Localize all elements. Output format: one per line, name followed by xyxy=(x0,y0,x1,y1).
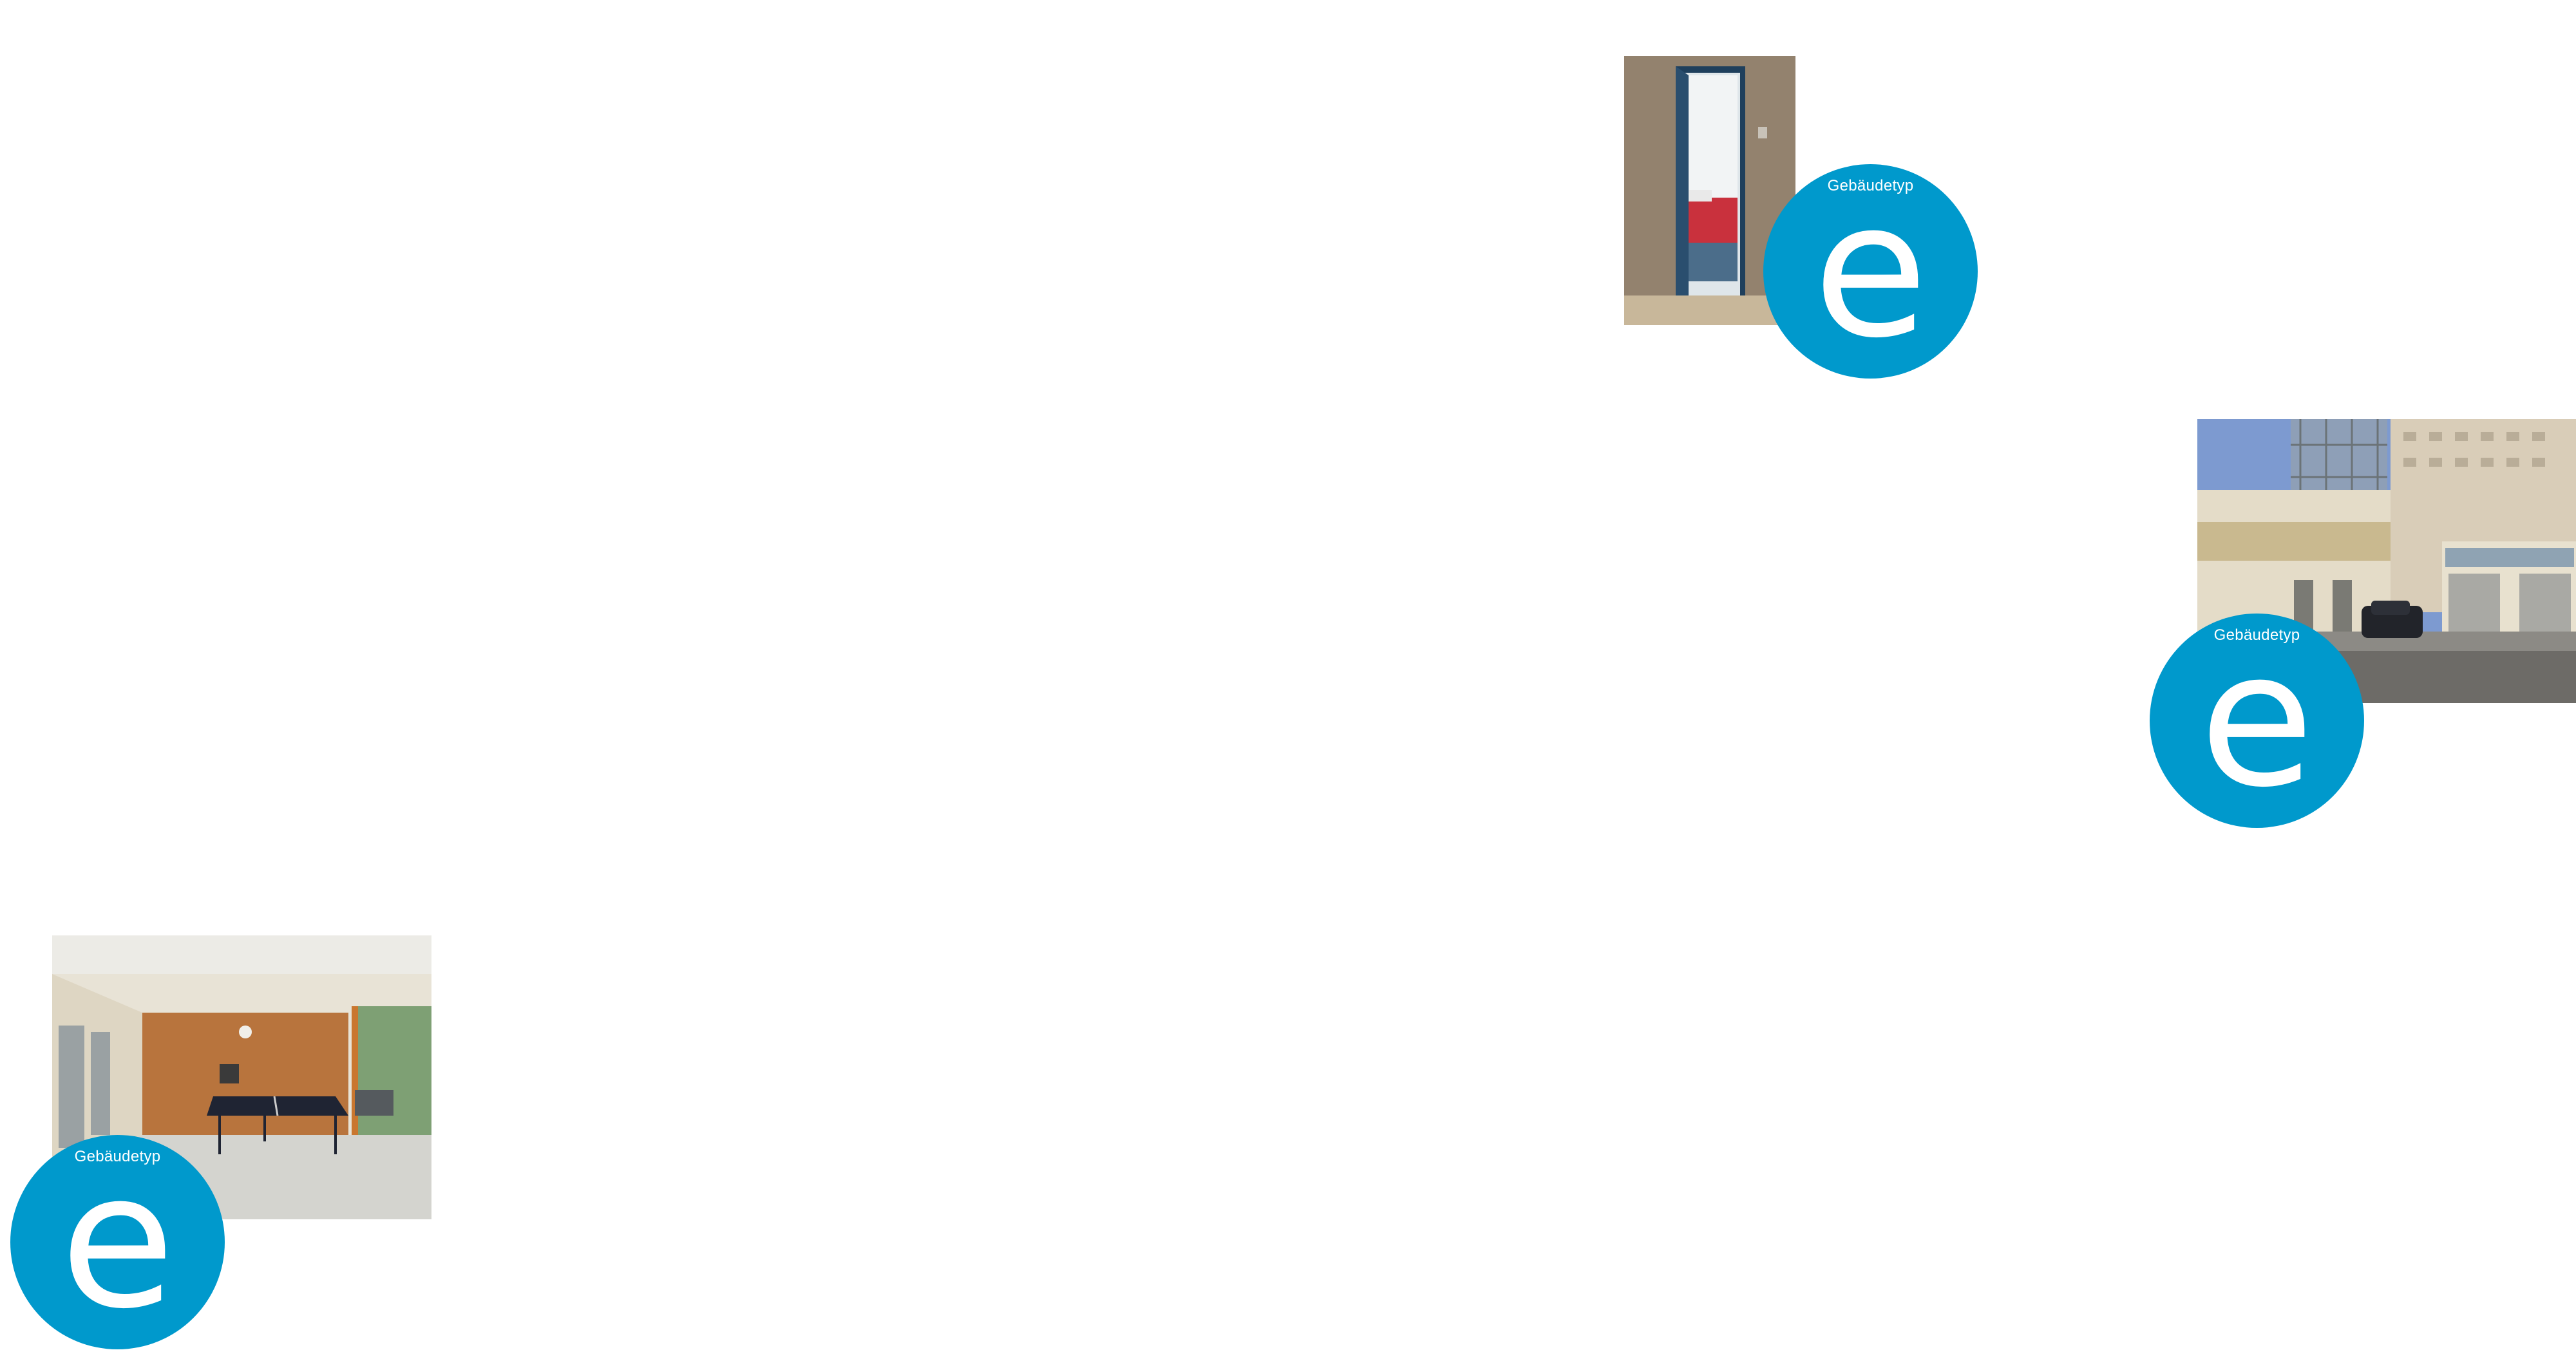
badge-label: Gebäudetyp xyxy=(74,1148,161,1165)
room-door-photo[interactable] xyxy=(1624,56,1795,325)
building-type-e-icon: e xyxy=(2199,612,2315,829)
badge-label: Gebäudetyp xyxy=(1827,177,1914,194)
badge-label: Gebäudetyp xyxy=(2213,626,2300,644)
building-type-e-icon: e xyxy=(1813,162,1928,379)
room-door-image xyxy=(1624,56,1795,325)
building-type-e-badge[interactable]: Gebäudetyp e xyxy=(1763,164,1978,379)
building-type-e-badge[interactable]: Gebäudetyp e xyxy=(2150,614,2364,828)
building-type-e-icon: e xyxy=(60,1133,175,1350)
building-type-e-badge[interactable]: Gebäudetyp e xyxy=(10,1135,225,1349)
